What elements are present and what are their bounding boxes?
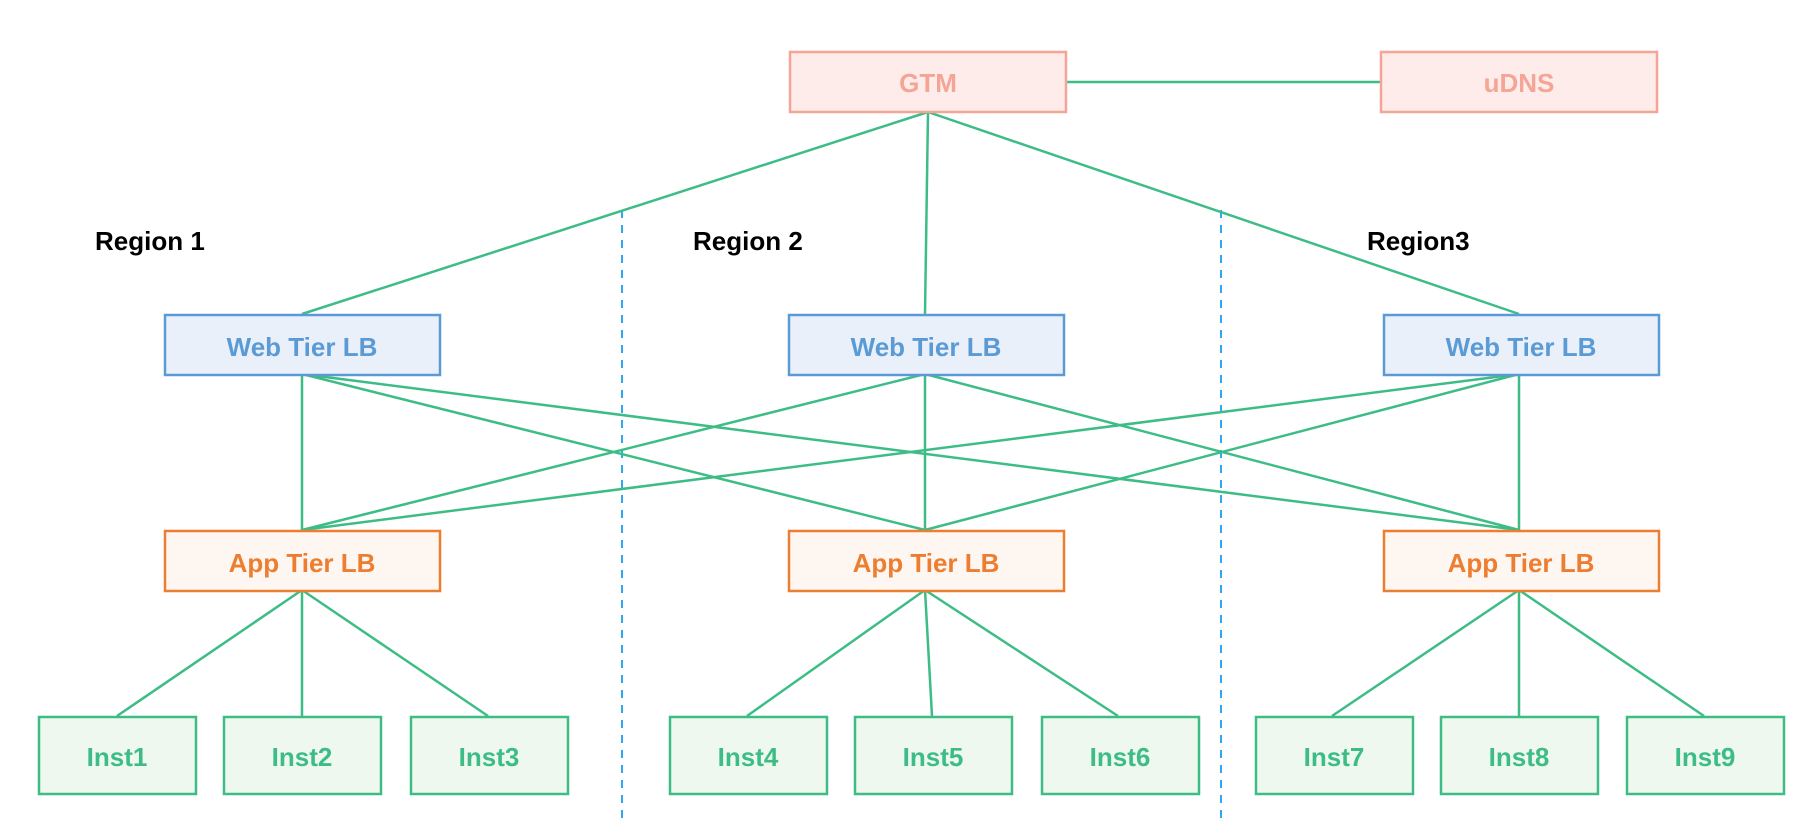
connector-app1-inst3 <box>301 588 489 718</box>
region-label-3: Region3 <box>1367 226 1470 256</box>
instance-label: Inst9 <box>1675 742 1736 772</box>
connector-web2-app1 <box>301 372 926 532</box>
connector-app2-inst5 <box>923 589 934 717</box>
instance-5: Inst5 <box>853 715 1014 796</box>
connector-gtm-web3 <box>927 110 1520 316</box>
web-tier-lb-region-2: Web Tier LB <box>787 313 1066 377</box>
app-tier-lb-label: App Tier LB <box>1448 548 1595 578</box>
region-dividers <box>621 210 1222 824</box>
connector-app3-inst9 <box>1518 588 1705 718</box>
connector-app2-inst4 <box>746 588 926 718</box>
connector-gtm-web2 <box>923 111 930 315</box>
app-tier-lb-region-2: App Tier LB <box>787 529 1066 593</box>
app-tier-lb-label: App Tier LB <box>229 548 376 578</box>
instance-label: Inst7 <box>1304 742 1365 772</box>
instance-2: Inst2 <box>222 715 383 796</box>
connectors <box>116 80 1705 718</box>
connector-gtm-web1 <box>301 110 929 316</box>
web-tier-lb-label: Web Tier LB <box>227 332 378 362</box>
region-label-2: Region 2 <box>693 226 803 256</box>
instance-label: Inst6 <box>1090 742 1151 772</box>
web-tier-lb-label: Web Tier LB <box>851 332 1002 362</box>
web-tier-lb-region-1: Web Tier LB <box>163 313 442 377</box>
instance-9: Inst9 <box>1625 715 1786 796</box>
connector-app2-inst6 <box>924 588 1119 718</box>
instance-label: Inst3 <box>459 742 520 772</box>
gtm-node: GTM <box>788 50 1068 114</box>
web-tier-lb-label: Web Tier LB <box>1446 332 1597 362</box>
connector-web3-app1 <box>301 372 1520 532</box>
region-labels: Region 1 Region 2 Region3 <box>95 226 1470 256</box>
instance-8: Inst8 <box>1439 715 1600 796</box>
udns-node: uDNS <box>1379 50 1659 114</box>
instance-3: Inst3 <box>409 715 570 796</box>
app-tier-lb-region-1: App Tier LB <box>163 529 442 593</box>
instance-4: Inst4 <box>668 715 829 796</box>
instance-6: Inst6 <box>1040 715 1201 796</box>
instance-label: Inst4 <box>718 742 779 772</box>
app-tier-lb-label: App Tier LB <box>853 548 1000 578</box>
instance-label: Inst8 <box>1489 742 1550 772</box>
instance-1: Inst1 <box>37 715 198 796</box>
app-tier-lb-region-3: App Tier LB <box>1382 529 1661 593</box>
connector-app3-inst7 <box>1331 588 1520 718</box>
region-label-1: Region 1 <box>95 226 205 256</box>
instance-label: Inst1 <box>87 742 148 772</box>
instance-label: Inst2 <box>272 742 333 772</box>
connector-web3-app2 <box>924 372 1520 532</box>
web-tier-lb-region-3: Web Tier LB <box>1382 313 1661 377</box>
udns-label: uDNS <box>1484 68 1555 98</box>
gtm-label: GTM <box>899 68 957 98</box>
instance-label: Inst5 <box>903 742 964 772</box>
instance-7: Inst7 <box>1254 715 1415 796</box>
connector-app1-inst1 <box>116 588 303 718</box>
